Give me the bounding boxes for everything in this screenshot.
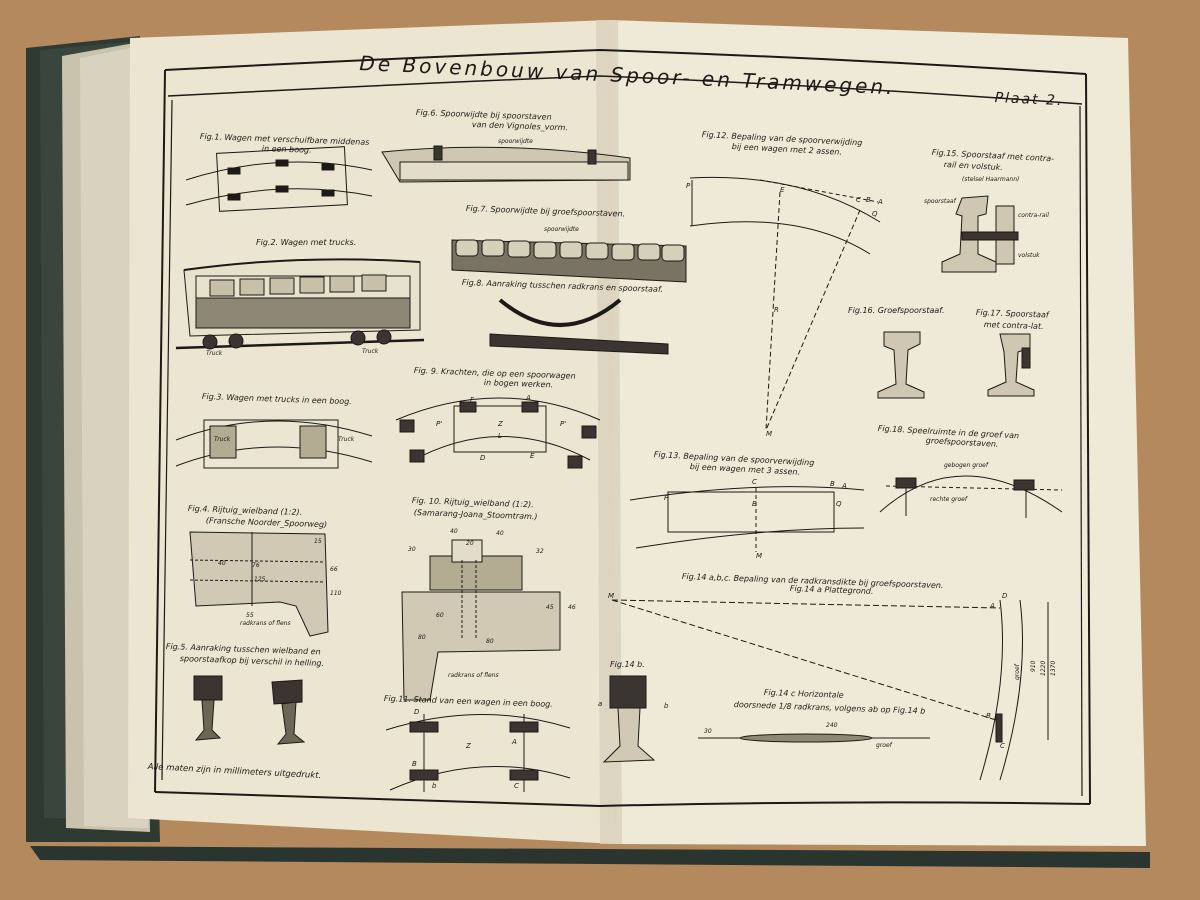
fig5-diagram <box>193 675 306 745</box>
fig7-paving <box>451 239 687 283</box>
fig18-diagram <box>879 475 1063 518</box>
fig1-diagram <box>185 146 373 212</box>
fig8-diagram <box>489 298 669 355</box>
fig17-rail <box>987 333 1035 397</box>
fig6-diagram <box>381 145 631 183</box>
fig14c-diagram <box>698 733 930 743</box>
fig14b-diagram <box>602 675 656 763</box>
fig4-section <box>189 531 329 637</box>
fig3-diagram <box>175 419 373 469</box>
fig10-section <box>401 539 561 701</box>
fig9-diagram <box>395 397 601 469</box>
fig16-rail <box>877 331 925 399</box>
fig2-tram-drawing <box>175 258 425 350</box>
fig11-diagram <box>385 714 571 792</box>
plate-border <box>154 48 1091 808</box>
fig13-diagram <box>629 486 865 552</box>
fig15-rail <box>941 195 1019 273</box>
fig14a-diagram <box>611 599 1049 781</box>
fig12-diagram <box>689 176 881 431</box>
